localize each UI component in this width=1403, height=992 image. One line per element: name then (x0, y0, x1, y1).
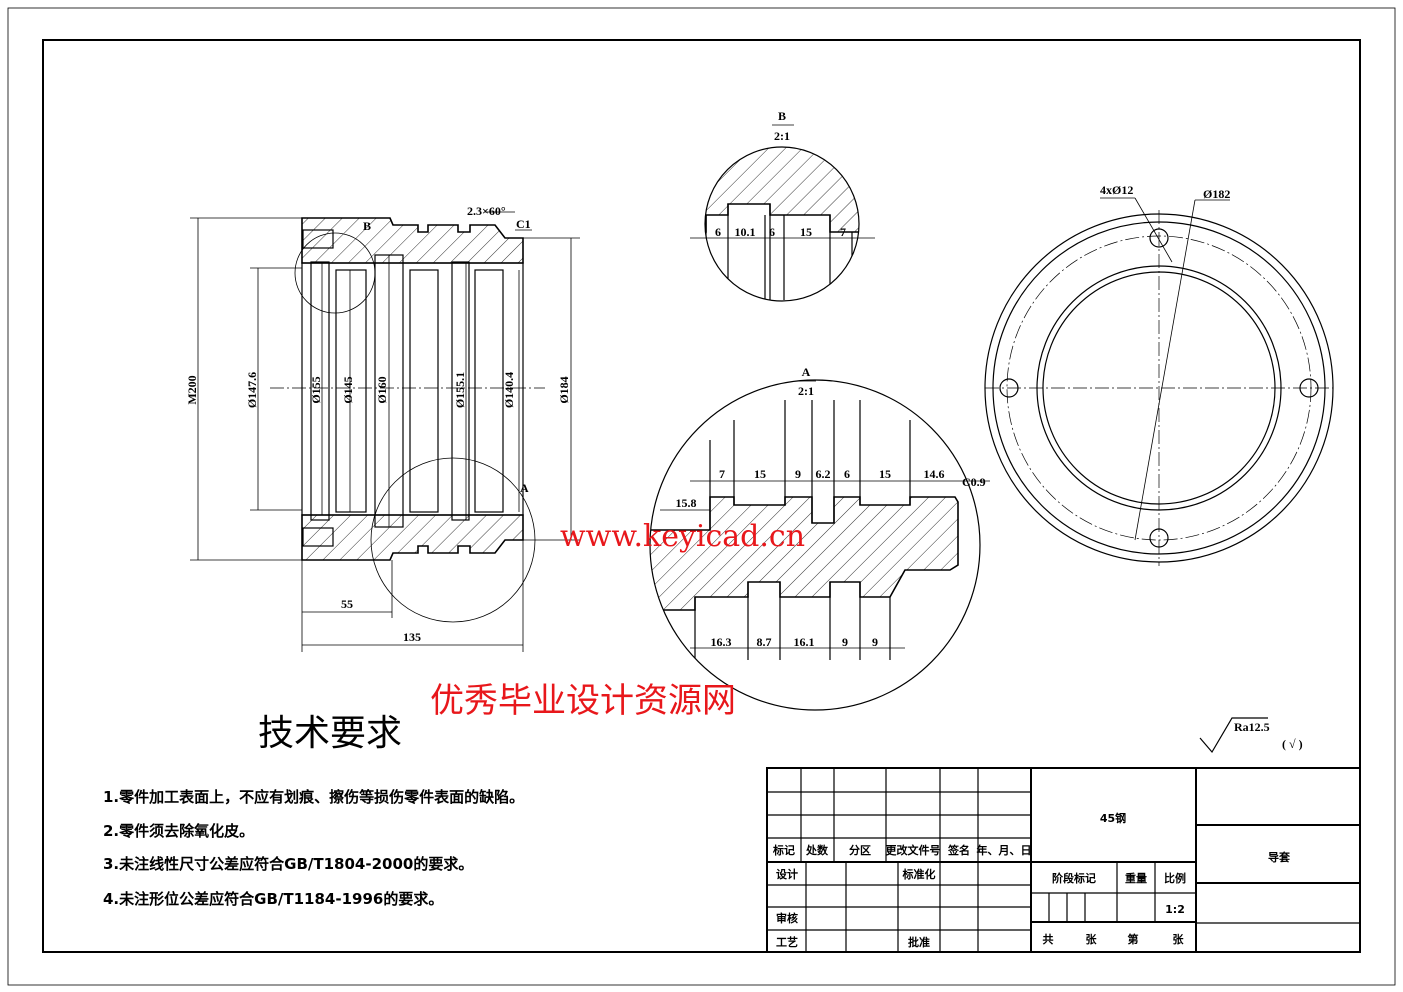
dim-d147-6: Ø147.6 (245, 372, 259, 408)
dim-chamfer: 2.3×60° (467, 204, 506, 218)
dim-c1: C1 (516, 217, 531, 231)
detail-b-dim: 6 (715, 225, 721, 239)
label-sheet: 张 (1173, 932, 1185, 946)
detail-a-dim: 15 (879, 467, 891, 481)
detail-a-view: A 2:1 7 15 9 6.2 6 15 14.6 C0.9 15.8 (649, 365, 990, 711)
sheet-border (7, 7, 1396, 986)
technical-requirements: 技术要求 1.零件加工表面上，不应有划痕、擦伤等损伤零件表面的缺陷。 2.零件须… (103, 713, 524, 908)
drawing-frame (42, 39, 1361, 953)
label-approve: 批准 (908, 935, 930, 949)
title-block: 标记 处数 分区 更改文件号 签名 年、月、日 设计 标准化 审核 工艺 批准 … (766, 767, 1361, 953)
detail-a-bottom-dim: 9 (842, 635, 848, 649)
label-total: 共 (1043, 932, 1054, 946)
dim-135: 135 (403, 630, 421, 644)
header-count: 处数 (805, 843, 829, 857)
detail-a-left-dim: 15.8 (676, 496, 697, 510)
roughness-symbol: Ra12.5 ( √ ) (1199, 717, 1303, 754)
detail-a-label: A (802, 365, 811, 379)
detail-a-dim: 7 (719, 467, 725, 481)
label-process: 工艺 (776, 935, 798, 949)
label-page: 第 (1128, 932, 1139, 946)
label-ratio: 比例 (1164, 871, 1186, 885)
detail-b-dim: 7 (840, 225, 846, 239)
bolt-hole (1149, 228, 1169, 248)
header-date: 年、月、日 (977, 843, 1032, 857)
header-change-doc: 更改文件号 (886, 843, 941, 857)
material: 45钢 (1100, 811, 1126, 825)
label-standard: 标准化 (902, 867, 936, 881)
detail-b-label: B (778, 109, 786, 123)
label-design: 设计 (776, 867, 798, 881)
requirement-item: 2.零件须去除氧化皮。 (103, 822, 254, 840)
label-stage: 阶段标记 (1052, 871, 1096, 885)
label-weight: 重量 (1125, 871, 1147, 885)
detail-b-dim: 10.1 (735, 225, 756, 239)
watermark-line1: 优秀毕业设计资源网 (430, 681, 736, 721)
watermark-line2: www.keyicad.cn (560, 519, 805, 554)
header-signature: 签名 (947, 843, 970, 857)
detail-a-bottom-dim: 9 (872, 635, 878, 649)
detail-b-dim: 15 (800, 225, 812, 239)
requirements-title: 技术要求 (258, 713, 402, 754)
label-sheets: 张 (1086, 932, 1098, 946)
requirement-item: 3.未注线性尺寸公差应符合GB/T1804-2000的要求。 (103, 855, 473, 873)
dim-d184: Ø184 (557, 376, 571, 403)
dim-m200: M200 (185, 375, 199, 404)
detail-a-dim: 6 (844, 467, 850, 481)
requirement-item: 1.零件加工表面上，不应有划痕、擦伤等损伤零件表面的缺陷。 (103, 788, 524, 806)
pcd-label: Ø182 (1203, 187, 1230, 201)
detail-b-scale: 2:1 (774, 129, 790, 143)
part-name: 导套 (1268, 850, 1291, 864)
roughness-other: ( √ ) (1282, 737, 1303, 751)
detail-a-chamfer: C0.9 (962, 475, 986, 489)
label-review: 审核 (776, 911, 798, 925)
main-section-view: B A M200 Ø147.6 Ø155 Ø145 Ø160 Ø155.1 Ø1… (185, 204, 580, 652)
detail-b-dim: 6 (769, 225, 775, 239)
scale-value: 1:2 (1165, 903, 1185, 916)
dim-d140-4: Ø140.4 (502, 372, 516, 408)
detail-b-mark: B (363, 219, 371, 233)
end-view: 4xØ12 Ø182 (984, 183, 1334, 566)
bolt-hole (1299, 378, 1319, 398)
detail-b-view: B 2:1 6 10.1 6 15 7 (690, 109, 875, 302)
dim-d155-1: Ø155.1 (453, 372, 467, 408)
detail-a-mark: A (520, 481, 529, 495)
detail-a-dim: 6.2 (816, 467, 831, 481)
detail-b-circle (294, 232, 376, 314)
detail-a-bottom-dim: 16.1 (794, 635, 815, 649)
dim-d160: Ø160 (375, 376, 389, 403)
detail-a-dim: 9 (795, 467, 801, 481)
holes-label: 4xØ12 (1100, 183, 1133, 197)
lower-wall-section (301, 514, 524, 561)
detail-a-dim: 14.6 (924, 467, 945, 481)
roughness-value: Ra12.5 (1234, 720, 1270, 734)
dim-d155: Ø155 (309, 376, 323, 403)
dimension-lines (190, 211, 580, 652)
dim-55: 55 (341, 597, 353, 611)
dim-d145: Ø145 (341, 376, 355, 403)
detail-a-bottom-dim: 16.3 (711, 635, 732, 649)
header-zone: 分区 (849, 843, 871, 857)
header-mark: 标记 (772, 843, 795, 857)
detail-a-dim: 15 (754, 467, 766, 481)
bore (301, 262, 524, 516)
upper-wall-section (301, 217, 524, 264)
bolt-hole (1149, 528, 1169, 548)
detail-a-bottom-dim: 8.7 (757, 635, 772, 649)
detail-a-scale: 2:1 (798, 384, 814, 398)
bolt-hole (999, 378, 1019, 398)
requirement-item: 4.未注形位公差应符合GB/T1184-1996的要求。 (103, 890, 443, 908)
